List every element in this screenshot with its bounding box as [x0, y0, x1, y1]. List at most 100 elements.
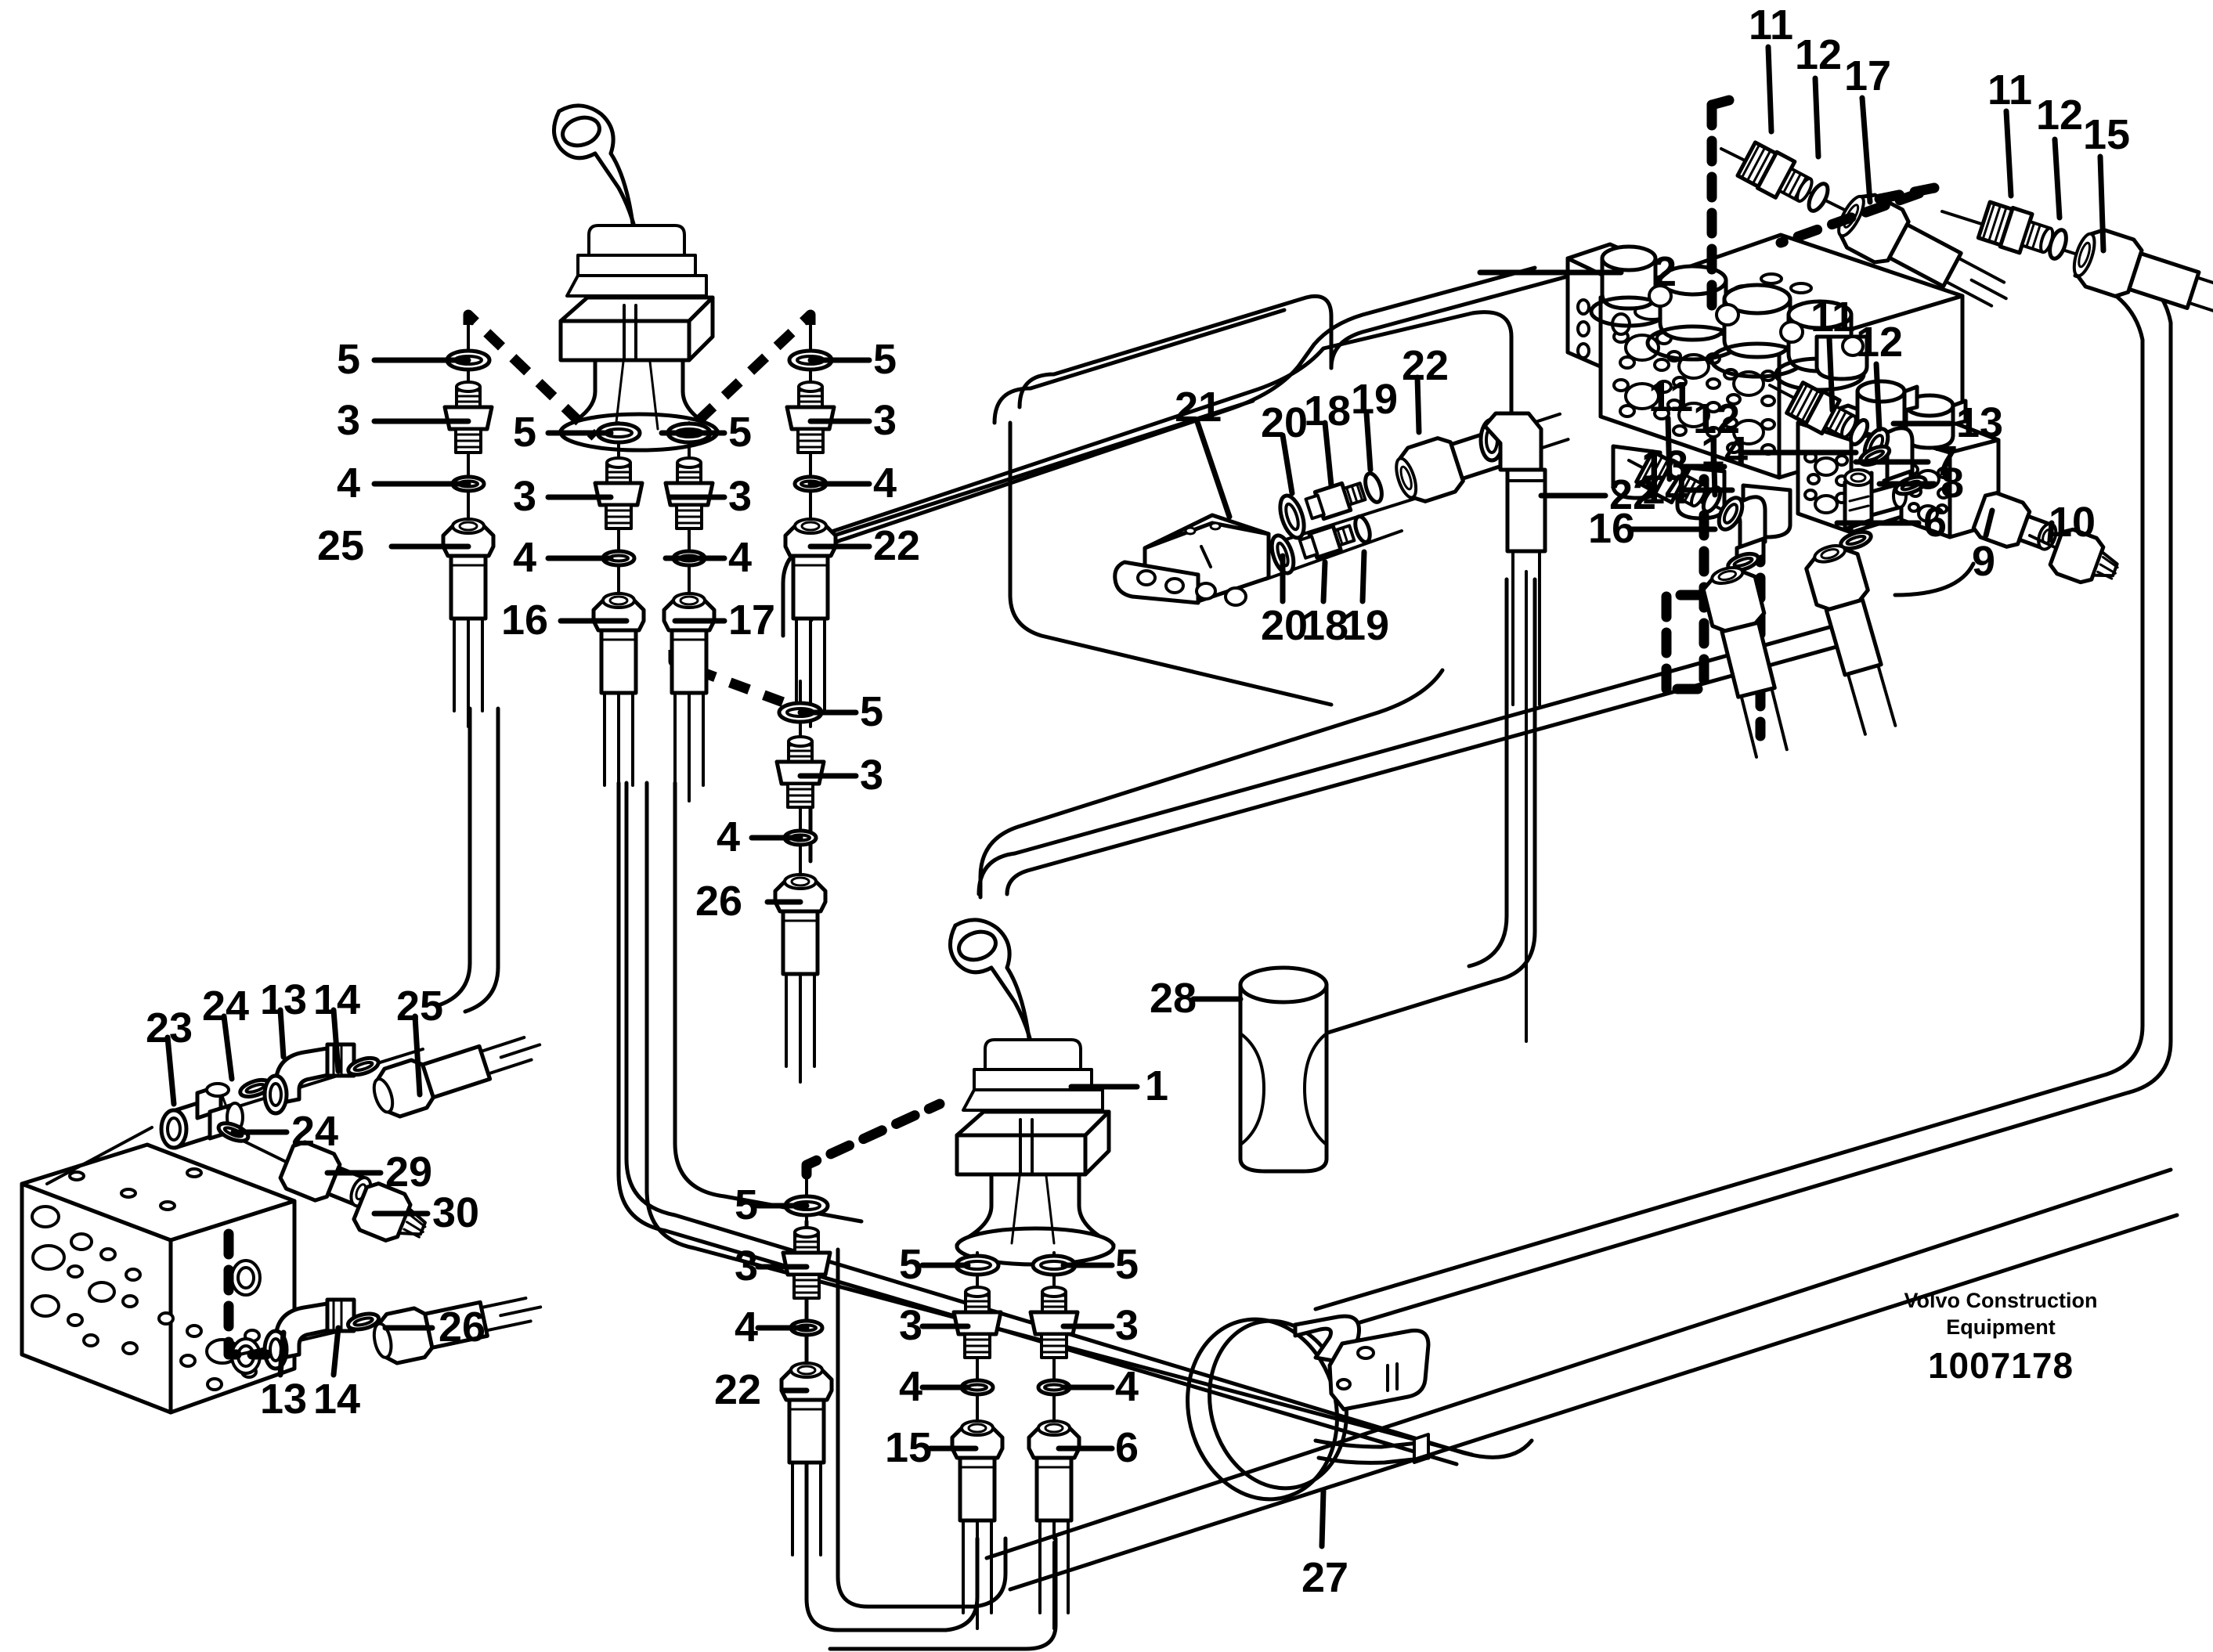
callout-15: 15: [885, 1424, 933, 1471]
callout-16: 16: [1588, 505, 1636, 552]
drawing-number: 1007178: [1927, 1344, 2074, 1386]
dashed-assembly-guides-2: [801, 1098, 945, 1180]
callout-30: 30: [432, 1189, 480, 1236]
manifold-21-assembly: [1113, 412, 1570, 607]
hose-6: [1804, 544, 1897, 736]
callout-21: 21: [1175, 384, 1222, 431]
hose-clamp-27: [1186, 1314, 1431, 1502]
callout-11: 11: [1648, 373, 1694, 420]
callout-7: 7: [1934, 438, 1958, 485]
stack-16: [594, 421, 644, 801]
leader-13: [277, 1329, 287, 1378]
leader-19: [1359, 549, 1367, 604]
leader-11: [1826, 335, 1836, 413]
callout-14: 14: [1701, 428, 1749, 475]
callout-1: 1: [1145, 1062, 1169, 1109]
hose-16: [1701, 566, 1789, 759]
callout-4: 4: [728, 534, 753, 581]
callout-25: 25: [317, 522, 365, 569]
leader-18: [1320, 559, 1328, 604]
callout-12: 12: [1856, 319, 1904, 366]
callout-8: 8: [1940, 460, 1965, 507]
fitting-column-right: [1627, 381, 2119, 759]
leader-19: [1363, 410, 1374, 473]
manufacturer-logo-block: Volvo Construction Equipment 1007178: [1872, 1288, 2130, 1387]
protective-sleeve-28: [1238, 965, 1329, 1174]
callout-24: 24: [202, 983, 250, 1030]
callout-22: 22: [1609, 471, 1657, 518]
callout-22: 22: [873, 522, 921, 569]
callout-4: 4: [1115, 1363, 1139, 1410]
leader-23: [164, 1034, 177, 1107]
callout-13: 13: [1641, 442, 1689, 489]
callout-29: 29: [385, 1149, 433, 1196]
callout-19: 19: [1342, 602, 1390, 649]
stack-15-lower: [952, 1251, 1002, 1629]
callout-12: 12: [2036, 92, 2084, 139]
callout-5: 5: [899, 1241, 923, 1288]
callout-5: 5: [513, 409, 537, 456]
leader-12: [1812, 75, 1821, 160]
callout-27: 27: [1301, 1554, 1349, 1601]
callout-18: 18: [1304, 388, 1352, 435]
callout-3: 3: [728, 473, 753, 520]
callout-5: 5: [1115, 1241, 1139, 1288]
callout-24: 24: [291, 1108, 339, 1155]
callout-26: 26: [695, 878, 743, 925]
fitting-11-12-17-upper: [1720, 140, 2008, 308]
leader-24: [221, 1013, 235, 1082]
callout-4: 4: [513, 534, 537, 581]
stack-22-lower-left: [782, 1169, 832, 1571]
leader-15: [2097, 153, 2107, 254]
callout-3: 3: [873, 397, 897, 444]
callout-9: 9: [1972, 538, 1996, 585]
fitting-11-12-15-upper-right: [1940, 200, 2213, 314]
leader-12: [2052, 136, 2063, 221]
callout-5: 5: [860, 688, 884, 735]
callout-3: 3: [735, 1243, 759, 1289]
leader-14: [330, 1007, 341, 1074]
callout-12: 12: [1795, 31, 1843, 78]
dashed-guide-left-block: [223, 1228, 272, 1360]
callout-5: 5: [873, 336, 897, 383]
stack-6-lower: [1029, 1251, 1079, 1629]
stack-25-left: [443, 323, 493, 727]
brand-line-2: Equipment: [1946, 1315, 2056, 1339]
leader-21: [1193, 417, 1233, 520]
bottom-diagonal-hoses: [984, 1167, 2179, 1592]
leader-11: [1765, 44, 1774, 135]
leader-12: [1873, 361, 1883, 432]
callout-22: 22: [1402, 342, 1449, 389]
callout-6: 6: [1115, 1424, 1139, 1471]
callout-12: 12: [1693, 395, 1741, 442]
tee-23-chain: [45, 1036, 542, 1243]
leader-11: [1665, 415, 1673, 482]
callout-11: 11: [1749, 2, 1794, 49]
leader-25: [412, 1013, 423, 1098]
callout-3: 3: [1115, 1302, 1139, 1349]
callout-5: 5: [337, 336, 361, 383]
callout-3: 3: [513, 473, 537, 520]
callout-4: 4: [873, 460, 897, 507]
leader-9: [1983, 507, 1995, 539]
callout-17: 17: [728, 597, 776, 644]
elbow-22-assembly: [1478, 411, 1547, 1043]
callout-15: 15: [2083, 111, 2131, 158]
leader-27: [1319, 1488, 1327, 1549]
callout-5: 5: [728, 409, 753, 456]
callout-28: 28: [1150, 975, 1197, 1022]
callout-13: 13: [260, 976, 308, 1023]
callout-20: 20: [1261, 602, 1309, 649]
elbow-13-left-upper: [262, 1042, 356, 1116]
callout-22: 22: [714, 1366, 762, 1413]
callout-17: 17: [1844, 52, 1892, 99]
leader-10: [2047, 520, 2055, 543]
callout-18: 18: [1301, 602, 1349, 649]
elbow-13-left-lower-chain: [238, 1297, 543, 1371]
union-9-plug-10: [1971, 491, 2119, 585]
callout-16: 16: [501, 597, 549, 644]
stack-26: [775, 680, 825, 1082]
hose-25: [372, 1036, 542, 1119]
leader-13: [277, 1007, 287, 1060]
